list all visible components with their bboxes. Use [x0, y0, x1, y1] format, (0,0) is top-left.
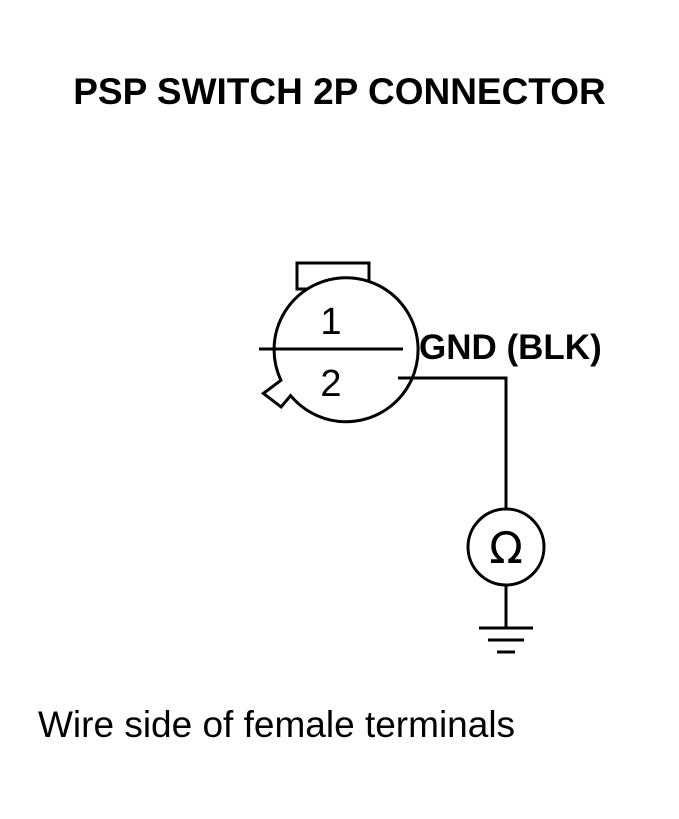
pin-1-label: 1 — [320, 301, 341, 343]
diagram-caption: Wire side of female terminals — [38, 704, 516, 745]
ground-icon — [479, 626, 533, 654]
gnd-wire — [398, 376, 508, 510]
ohm-icon: Ω — [489, 523, 523, 574]
pin-2-label: 2 — [320, 363, 341, 405]
gnd-blk-label: GND (BLK) — [419, 328, 602, 367]
diagram-title: PSP SWITCH 2P CONNECTOR — [73, 71, 606, 112]
